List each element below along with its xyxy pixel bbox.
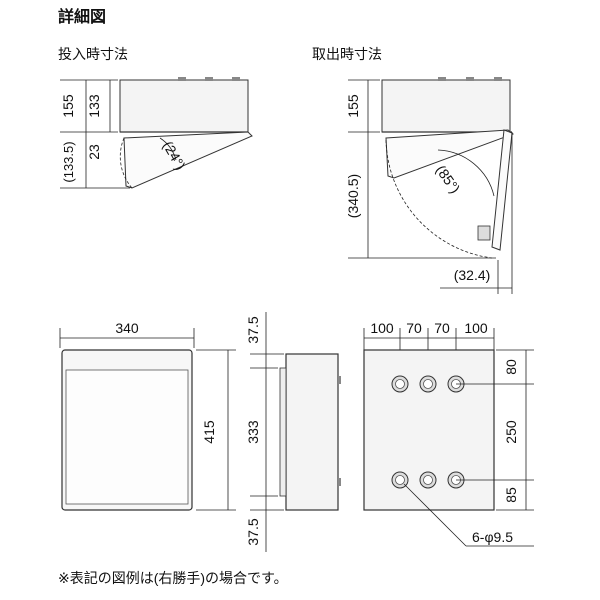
dim-155-remove: 155 bbox=[345, 94, 361, 118]
insert-dimensions-label: 投入時寸法 bbox=[58, 46, 128, 62]
knob bbox=[466, 77, 474, 81]
drop-lid-insert bbox=[123, 131, 253, 189]
box-body-remove bbox=[381, 79, 511, 133]
dim-height-415: 415 bbox=[201, 420, 217, 444]
tray-remove bbox=[385, 129, 515, 179]
dim-23: 23 bbox=[86, 144, 102, 160]
dim-133-5: (133.5) bbox=[61, 141, 76, 182]
lid-swing-arc bbox=[119, 137, 133, 189]
knockout-hole bbox=[419, 375, 437, 393]
dim-155: 155 bbox=[60, 94, 76, 118]
side-lid bbox=[279, 367, 287, 497]
knob bbox=[178, 77, 186, 81]
holes-note: 6-φ9.5 bbox=[472, 529, 513, 545]
knob bbox=[494, 77, 502, 81]
box-body-insert bbox=[119, 79, 249, 133]
dim-37-5-bottom: 37.5 bbox=[245, 518, 261, 545]
knob bbox=[438, 77, 446, 81]
knockout-hole bbox=[419, 471, 437, 489]
angle-arc bbox=[437, 149, 495, 197]
dim-width-340: 340 bbox=[115, 320, 139, 336]
dim-32-4: (32.4) bbox=[454, 267, 491, 283]
dim-333: 333 bbox=[245, 420, 261, 444]
angle-arc bbox=[159, 137, 177, 161]
front-door bbox=[65, 369, 189, 505]
remove-dimensions-label: 取出時寸法 bbox=[312, 46, 382, 62]
back-view: 100 70 70 100 80 250 85 6-φ9.5 bbox=[363, 320, 534, 547]
knockout-hole bbox=[391, 471, 409, 489]
lid-handle bbox=[477, 225, 491, 241]
lid-swing-arc bbox=[385, 139, 493, 259]
drop-lid-remove bbox=[491, 129, 513, 251]
insert-view: 155 133 23 (133.5) (24°) bbox=[60, 77, 253, 189]
dim-85-deg: (85°) bbox=[433, 162, 464, 196]
knob bbox=[205, 77, 213, 81]
remove-view: 155 (340.5) (85°) (32.4) bbox=[345, 77, 515, 294]
dim-v-85: 85 bbox=[503, 487, 519, 503]
knockout-hole bbox=[391, 375, 409, 393]
dim-37-5-top: 37.5 bbox=[245, 316, 261, 343]
dim-340-5: (340.5) bbox=[345, 174, 361, 218]
dim-v-80: 80 bbox=[503, 359, 519, 375]
knob bbox=[232, 77, 240, 81]
dim-h-100-left: 100 bbox=[370, 320, 394, 336]
dim-h-100-right: 100 bbox=[464, 320, 488, 336]
footnote: ※表記の図例は(右勝手)の場合です。 bbox=[58, 570, 288, 586]
front-view: 340 415 bbox=[59, 320, 236, 511]
page-title: 詳細図 bbox=[58, 9, 107, 26]
side-body bbox=[285, 353, 339, 511]
dim-v-250: 250 bbox=[503, 420, 519, 444]
dim-h-70-right: 70 bbox=[434, 320, 450, 336]
dim-h-70-left: 70 bbox=[406, 320, 422, 336]
side-view: 37.5 333 37.5 bbox=[245, 312, 341, 552]
dim-133: 133 bbox=[86, 94, 102, 118]
